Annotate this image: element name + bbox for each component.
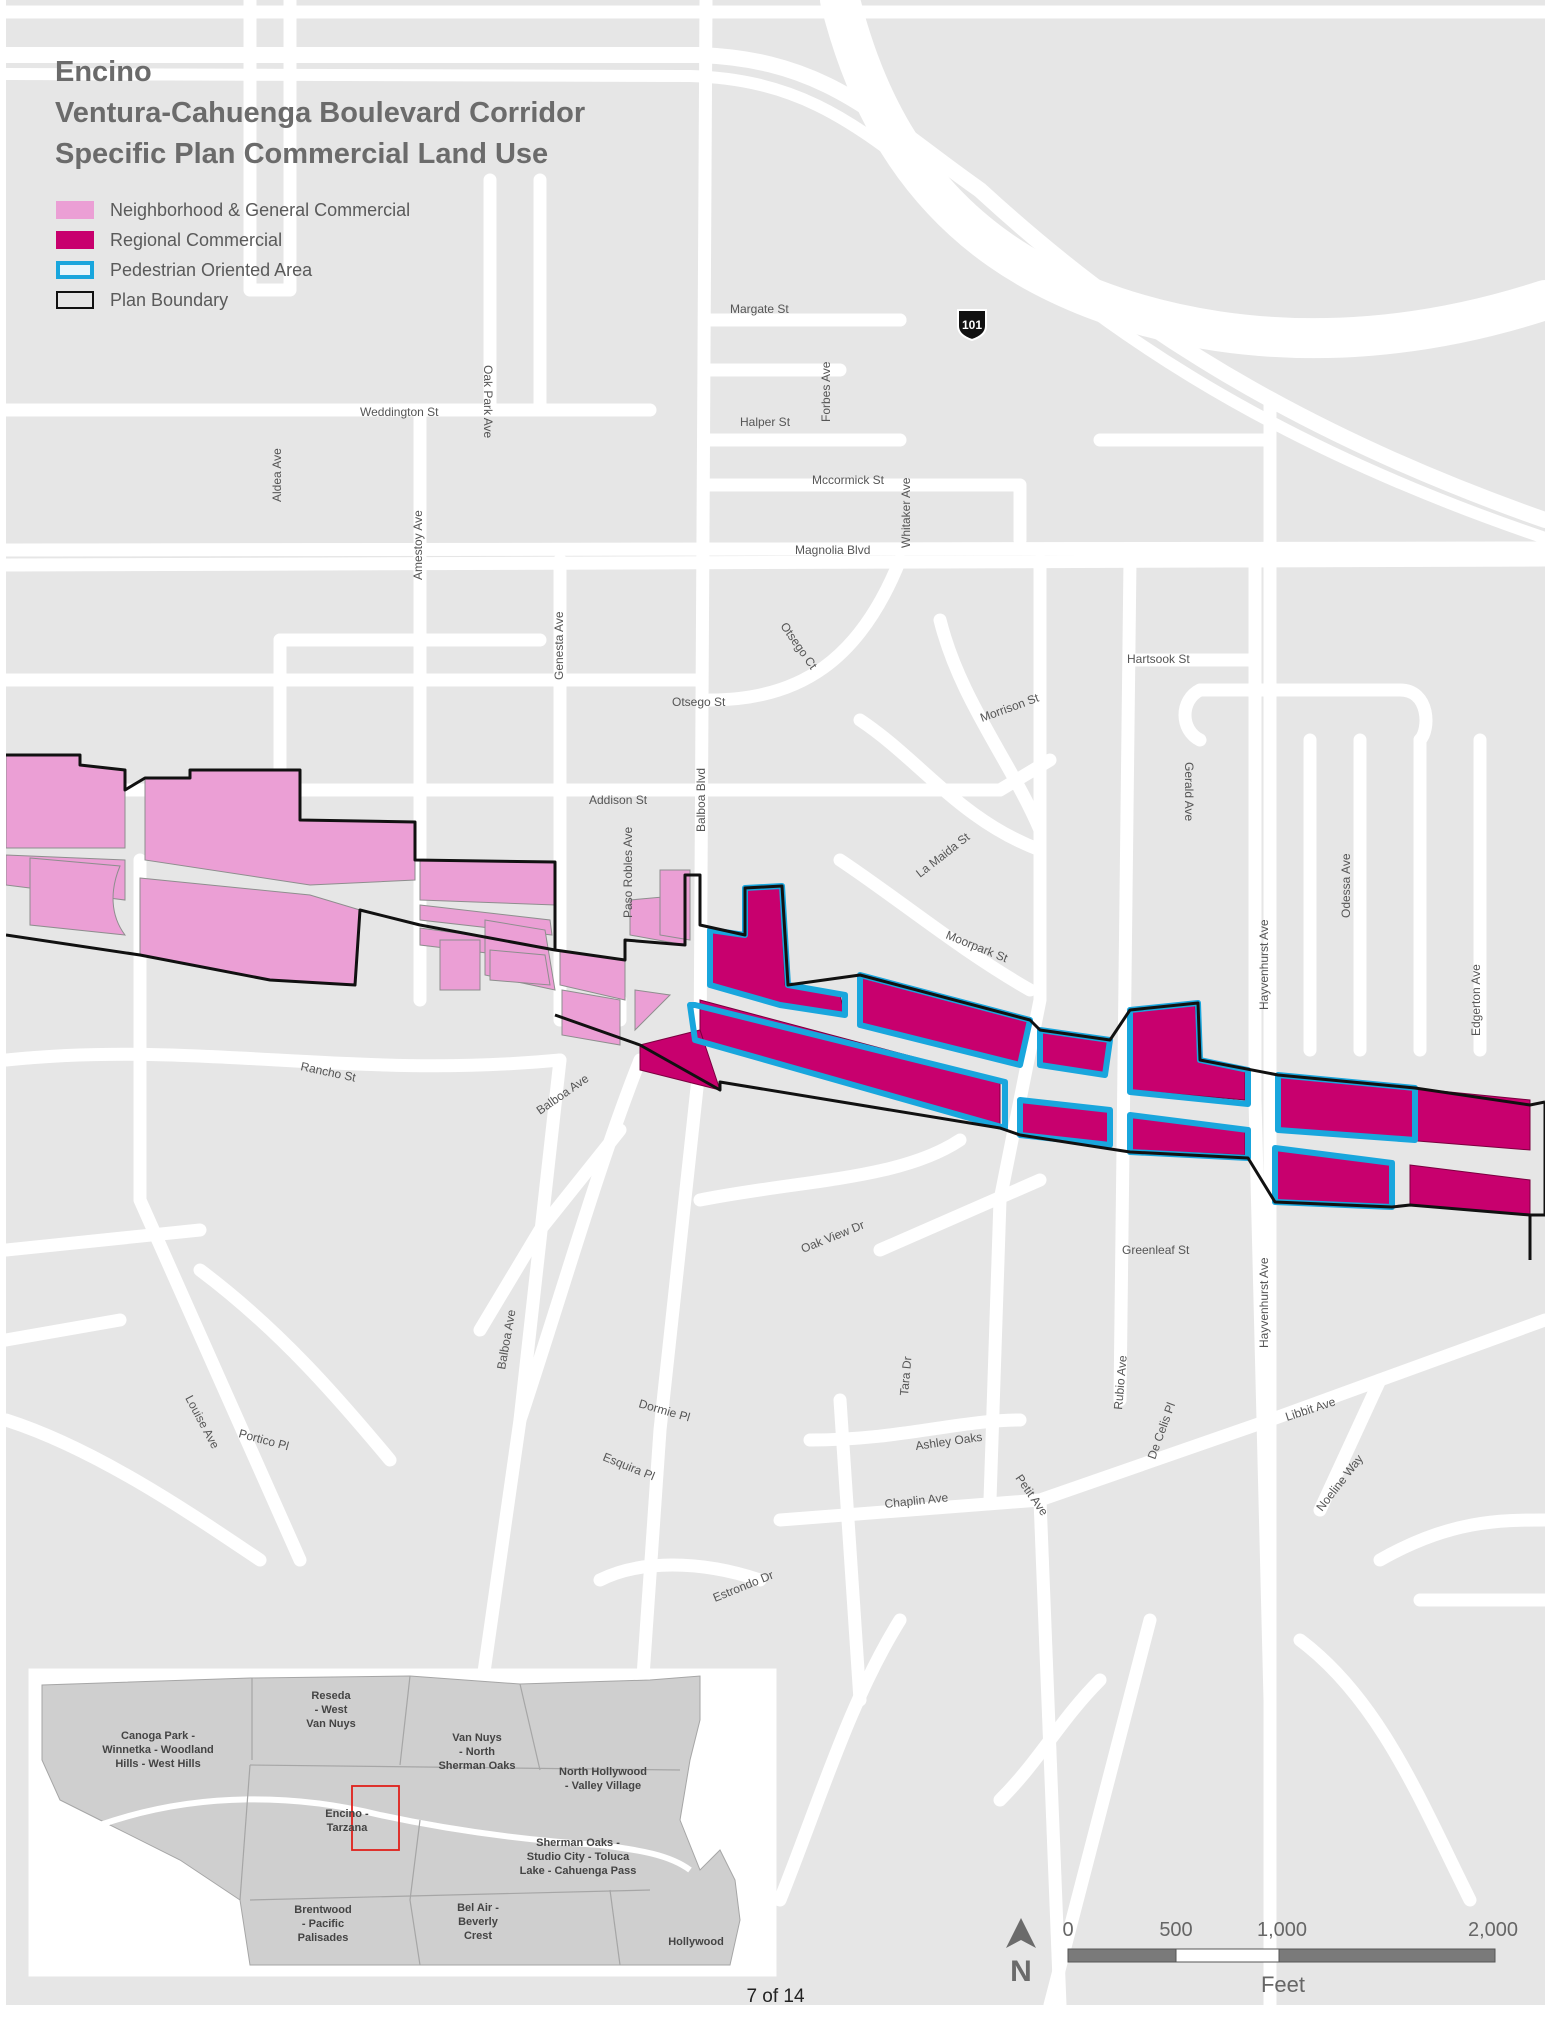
map-title: Encino Ventura-Cahuenga Boulevard Corrid… (55, 52, 585, 175)
street-network (6, 0, 1545, 2005)
street-label: Forbes Ave (819, 361, 833, 422)
inset-area-label: Sherman Oaks (438, 1760, 515, 1772)
legend-label: Regional Commercial (110, 229, 283, 250)
street-label: Margate St (730, 302, 789, 316)
street-label: Edgerton Ave (1469, 964, 1483, 1036)
scale-unit-label: Feet (1261, 1972, 1305, 1997)
street-label: Greenleaf St (1122, 1243, 1190, 1257)
inset-land (41, 1675, 741, 1966)
inset-area-label: Canoga Park - (121, 1730, 195, 1742)
legend-label: Pedestrian Oriented Area (110, 259, 313, 280)
street-label: Genesta Ave (552, 611, 566, 680)
street-label: Aldea Ave (270, 448, 284, 502)
inset-area-label: Beverly (458, 1916, 499, 1928)
inset-area-label: Hollywood (668, 1936, 724, 1948)
inset-corridor (99, 1796, 692, 1873)
legend-item-pedestrian-oriented-area: Pedestrian Oriented Area (56, 255, 410, 285)
street-label: Amestoy Ave (411, 510, 425, 580)
inset-area-label: Palisades (298, 1932, 349, 1944)
legend-item-regional-commercial: Regional Commercial (56, 225, 410, 255)
scale-bar: 0 500 1,000 2,000 Feet (1062, 1919, 1518, 1997)
legend-swatch (56, 201, 94, 219)
inset-area-label: Tarzana (327, 1822, 369, 1834)
map-title-line-3: Specific Plan Commercial Land Use (55, 138, 549, 170)
north-label: N (1010, 1955, 1032, 1988)
inset-area-label: Bel Air - (457, 1902, 499, 1914)
map-title-line-2: Ventura-Cahuenga Boulevard Corridor (55, 97, 586, 129)
street-label: Hartsook St (1127, 652, 1190, 666)
inset-area-label: - Valley Village (565, 1780, 641, 1792)
neighborhood-commercial-parcels (6, 754, 691, 1046)
legend-swatch (56, 231, 94, 249)
legend-label: Plan Boundary (110, 289, 229, 310)
street-label: Balboa Blvd (694, 768, 708, 832)
inset-locator-map: Reseda - West Van Nuys Canoga Park - Win… (28, 1668, 777, 1977)
inset-area-label: Van Nuys (306, 1718, 356, 1730)
street-label: Halper St (740, 415, 791, 429)
scale-tick-label: 2,000 (1468, 1919, 1518, 1941)
street-label: Weddington St (360, 405, 439, 419)
freeway-101 (6, 0, 1545, 544)
legend-item-neighborhood-commercial: Neighborhood & General Commercial (56, 195, 410, 225)
legend-item-plan-boundary: Plan Boundary (56, 285, 410, 315)
street-label: Paso Robles Ave (621, 827, 635, 918)
inset-area-label: Winnetka - Woodland (102, 1744, 214, 1756)
street-label: Chaplin Ave (884, 1490, 949, 1511)
regional-commercial-parcels (639, 887, 1531, 1216)
inset-area-label: Hills - West Hills (115, 1758, 200, 1770)
scale-tick-label: 0 (1062, 1919, 1073, 1941)
scale-tick-label: 500 (1159, 1919, 1192, 1941)
street-label: Odessa Ave (1339, 853, 1353, 918)
street-label: Whitaker Ave (899, 477, 913, 548)
inset-area-label: Encino - (325, 1808, 369, 1820)
street-label: Gerald Ave (1182, 762, 1196, 821)
plan-boundary (6, 753, 1545, 1260)
inset-area-label: Van Nuys (452, 1732, 502, 1744)
street-label: Oak Park Ave (481, 365, 495, 438)
scale-tick-label: 1,000 (1257, 1919, 1307, 1941)
street-label: Magnolia Blvd (795, 543, 870, 557)
legend-label: Neighborhood & General Commercial (110, 199, 411, 220)
inset-area-label: Studio City - Toluca (527, 1851, 630, 1863)
street-label: Hayvenhurst Ave (1257, 1257, 1271, 1348)
inset-area-label: Crest (464, 1930, 492, 1942)
inset-area-label: North Hollywood (559, 1766, 647, 1778)
inset-area-label: - Pacific (302, 1918, 344, 1930)
inset-area-label: Brentwood (294, 1904, 351, 1916)
street-label: Otsego St (672, 695, 726, 709)
inset-highlight-box (351, 1785, 400, 1851)
street-label: Rubio Ave (1111, 1354, 1130, 1410)
map-title-line-1: Encino (55, 56, 152, 88)
street-label: Tara Dr (897, 1356, 914, 1396)
north-arrow-icon: N (1006, 1918, 1036, 1988)
legend-swatch (56, 261, 94, 279)
street-label: Addison St (589, 793, 648, 807)
inset-area-label: Reseda (311, 1690, 351, 1702)
inset-area-label: - West (315, 1704, 348, 1716)
inset-area-label: Lake - Cahuenga Pass (520, 1865, 637, 1877)
page-number: 7 of 14 (746, 1986, 805, 2007)
inset-area-label: - North (459, 1746, 495, 1758)
street-label: Hayvenhurst Ave (1257, 919, 1271, 1010)
highway-101-shield-icon: 101 (957, 309, 987, 342)
street-label: Mccormick St (812, 473, 885, 487)
highway-number: 101 (962, 318, 982, 332)
legend-swatch (56, 291, 94, 309)
map-legend: Neighborhood & General Commercial Region… (56, 195, 410, 315)
inset-area-label: Sherman Oaks - (536, 1837, 620, 1849)
